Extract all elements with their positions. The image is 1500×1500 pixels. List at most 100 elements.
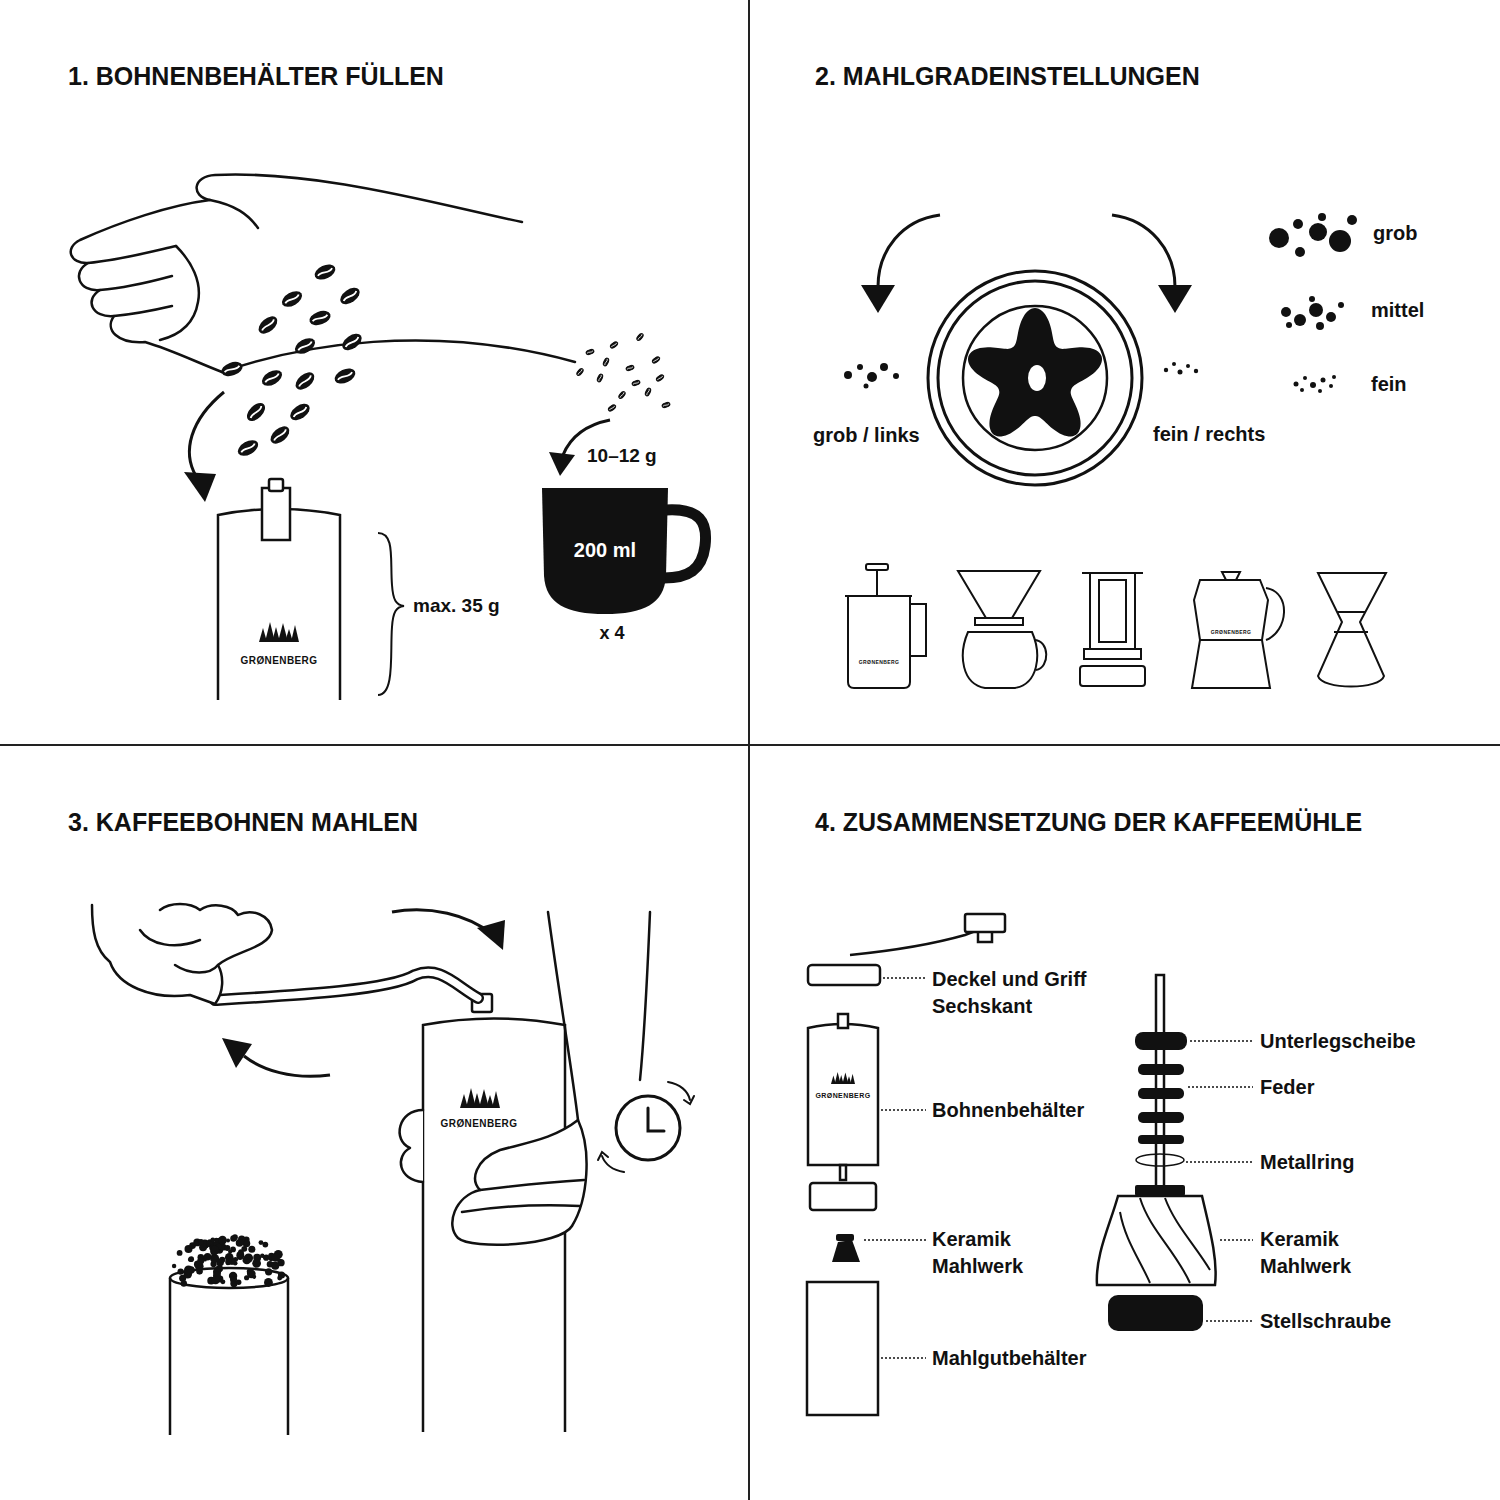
ground-coffee: [210, 1238, 215, 1243]
grind-dots: [1294, 382, 1299, 387]
brewer-icons: [1266, 588, 1284, 640]
part-drawing: [965, 914, 1005, 932]
part-drawing: [832, 1240, 860, 1262]
clock-icon: [684, 1096, 694, 1104]
brand-logo: GRØNENBERG: [1211, 629, 1251, 635]
instruction-panel: 1. BOHNENBEHÄLTER FÜLLEN200 ml: [0, 0, 750, 746]
part-name: Keramik Mahlwerk: [932, 1226, 1052, 1280]
ground-coffee: [230, 1246, 236, 1252]
coffee-beans: [596, 373, 605, 384]
cup-count: x 4: [599, 623, 624, 644]
leader-line: [1220, 1239, 1253, 1240]
part-drawing: [836, 1234, 854, 1241]
part-name: Bohnenbehälter: [932, 1099, 1084, 1122]
part-name: Keramik Mahlwerk: [1260, 1226, 1380, 1280]
grind-dots: [1172, 362, 1176, 366]
hand-drawing: [197, 175, 522, 228]
part-drawing: [1138, 1088, 1184, 1099]
rotation-arrow: [392, 910, 492, 934]
grind-dots: [1326, 312, 1336, 322]
legend-entry: grob: [1373, 222, 1417, 245]
hand-drawing: [92, 904, 272, 1004]
grind-dots: [1303, 376, 1307, 380]
brace: [378, 533, 404, 695]
hand-drawing: [92, 904, 650, 1245]
brewer-icons: [1084, 649, 1141, 659]
part-drawing: [1097, 1196, 1216, 1285]
coffee-beans: [575, 332, 671, 413]
grind-dots: [1309, 223, 1327, 241]
coffee-beans: [602, 357, 611, 368]
part-name: Stellschraube: [1260, 1310, 1391, 1333]
hand-drawing: [92, 290, 172, 316]
ground-coffee: [212, 1276, 220, 1284]
ground-coffee: [260, 1254, 264, 1258]
grind-dots: [1309, 296, 1315, 302]
brand-logo: GRØNENBERG: [859, 659, 899, 665]
ground-coffee: [238, 1249, 244, 1255]
brewer-icons: [975, 618, 1023, 625]
brand-logo: GRØNENBERG: [241, 655, 318, 666]
flow-arrow: [184, 472, 216, 502]
coffee-beans: [279, 288, 305, 310]
ground-coffee: [177, 1268, 183, 1274]
dial-drawing: [928, 271, 1142, 485]
turn-arrow: [878, 215, 940, 287]
leader-line: [1186, 1161, 1253, 1162]
dial-drawing: [963, 306, 1107, 450]
knob: [968, 308, 1102, 436]
coffee-beans: [292, 335, 318, 357]
instruction-panel: 3. KAFFEEBOHNEN MAHLEN: [0, 746, 750, 1500]
ground-coffee: [264, 1278, 273, 1287]
ground-container: [170, 1268, 288, 1435]
part-drawing: [832, 1032, 1203, 1331]
clock-icon: [668, 1082, 690, 1100]
part-name: Metallring: [1260, 1151, 1354, 1174]
part-drawing: [807, 1282, 878, 1415]
crank-handle: [215, 972, 478, 1000]
grind-dots: [1329, 384, 1333, 388]
coffee-beans: [625, 364, 635, 372]
ground-coffee: [244, 1253, 253, 1262]
leader-line: [1188, 1086, 1253, 1087]
coffee-beans: [661, 401, 671, 409]
hand-drawing: [640, 912, 650, 1080]
grind-dots: [1329, 230, 1351, 252]
grind-dots: [867, 372, 877, 382]
grinder-drawing: [269, 479, 283, 491]
part-drawing: [810, 1183, 876, 1210]
grind-dots: [864, 384, 869, 389]
brewer-icons: [866, 564, 888, 570]
part-drawing: [808, 965, 880, 985]
ground-coffee: [237, 1254, 243, 1260]
dial-drawing: [938, 281, 1132, 475]
coffee-beans: [337, 284, 362, 307]
coffee-beans: [332, 365, 357, 386]
grinder-drawing: [262, 488, 290, 540]
grind-dots: [1164, 368, 1168, 372]
flow-arrow: [189, 392, 224, 476]
clock-icon: [598, 1082, 694, 1172]
hand-drawing: [79, 263, 172, 290]
brewer-icons: [1194, 580, 1268, 640]
hand-drawing: [71, 200, 210, 263]
ground-coffee: [236, 1280, 241, 1285]
hand-drawing: [462, 1180, 584, 1212]
hand-drawing: [222, 340, 575, 372]
legend-label: mittel: [1371, 299, 1424, 321]
brewer-icons: [958, 571, 1040, 618]
capacity-label: max. 35 g: [413, 595, 500, 617]
ground-coffee: [247, 1269, 256, 1278]
coffee-beans: [292, 369, 317, 393]
leader-line: [864, 1239, 926, 1240]
legend-entry: mittel: [1371, 299, 1424, 322]
knob-hole: [1028, 365, 1046, 391]
brewer-icons: [1080, 666, 1145, 686]
ground-coffee: [181, 1280, 187, 1286]
coffee-beans: [312, 261, 337, 282]
part-drawing: [1135, 1185, 1185, 1196]
coffee-beans: [255, 313, 280, 337]
flow-arrow: [184, 392, 610, 502]
coffee-beans: [609, 340, 620, 350]
